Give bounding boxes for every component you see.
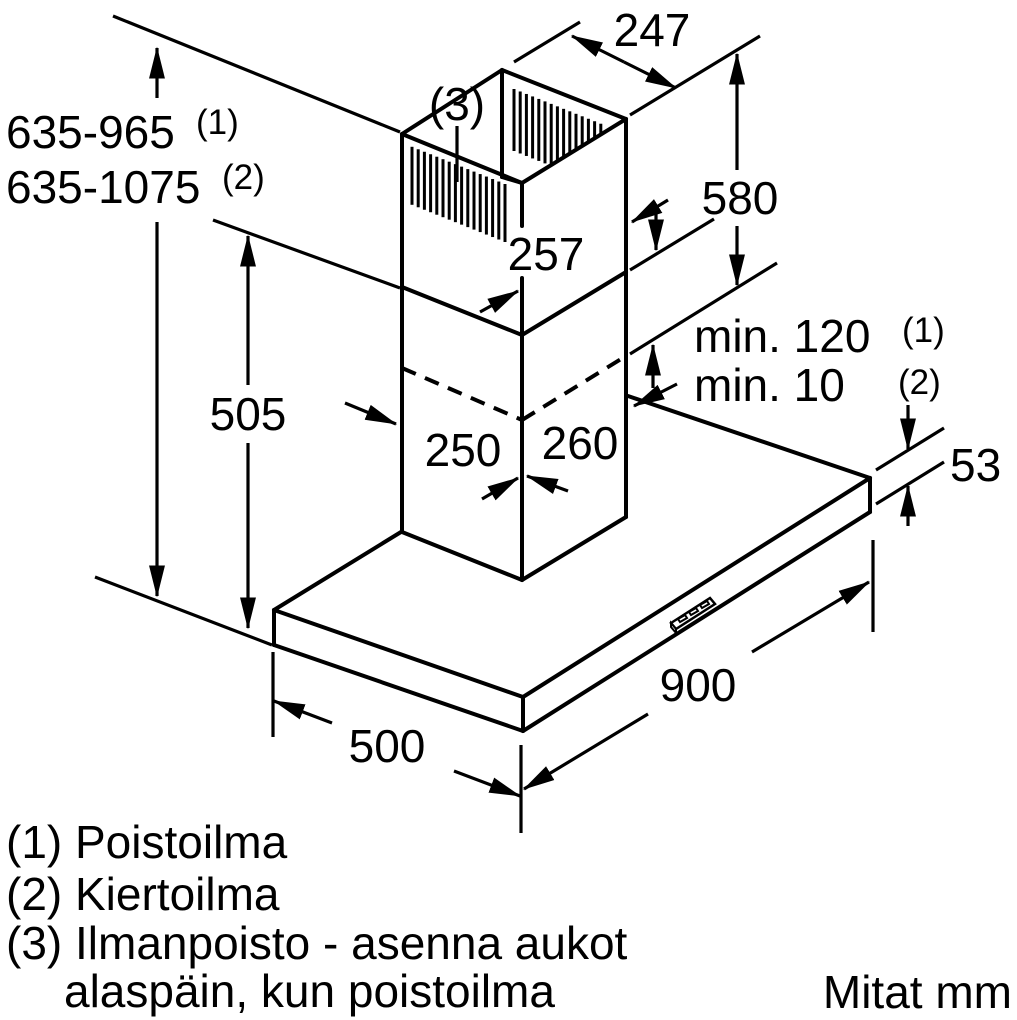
legend-item-1: (1) Poistoilma [6, 816, 288, 868]
dim-label-500: 500 [349, 720, 426, 772]
panel-button [676, 613, 689, 624]
dim-257-arrow-left [479, 289, 520, 314]
dimension-lines [148, 34, 916, 798]
dim-label-257: 257 [508, 228, 585, 280]
legend-item-2: (2) Kiertoilma [6, 868, 280, 920]
vent-grille-left [410, 146, 507, 242]
hood-body-outline [272, 394, 872, 733]
dim-500-arrow-left [272, 699, 333, 725]
dim-900-arrow-right [751, 580, 871, 654]
dimension-labels: 247 635-965 (1) 635-1075 (2) (3) 580 257… [6, 4, 1001, 772]
vent-ref-label: (3) [429, 78, 485, 130]
dim-label-min120: min. 120 [694, 310, 870, 362]
dim-label-53: 53 [950, 439, 1001, 491]
dim-ref-min120: (1) [902, 311, 945, 350]
dim-label-505: 505 [210, 388, 287, 440]
control-panel [669, 596, 717, 636]
dim-260-arrow-inner [525, 474, 569, 495]
dim-label-260: 260 [542, 417, 619, 469]
dim-250-arrow-inner [481, 476, 520, 501]
units-note: Mitat mm [823, 966, 1012, 1018]
dim-label-total-recirc: 635-1075 [6, 161, 200, 213]
dim-ref-total-exhaust: (1) [196, 103, 239, 142]
panel-button [687, 606, 700, 617]
dim-label-250: 250 [425, 424, 502, 476]
legend-item-3: (3) Ilmanpoisto - asenna aukot [6, 917, 628, 969]
dim-label-900: 900 [660, 659, 737, 711]
vent-grille-right [512, 89, 603, 165]
dim-250-arrow-outer [344, 401, 398, 426]
dim-900-arrow-left [522, 712, 649, 791]
dim-label-580: 580 [702, 172, 779, 224]
telescope-min-line-left [401, 366, 523, 422]
dim-min10-arrow [632, 382, 678, 408]
dim-ref-min10: (2) [898, 363, 941, 402]
dim-label-247: 247 [614, 4, 691, 56]
legend: (1) Poistoilma (2) Kiertoilma (3) Ilmanp… [6, 816, 1012, 1018]
legend-item-3-cont: alaspäin, kun poistoilma [64, 965, 555, 1017]
dim-247-arrow-right [623, 60, 678, 90]
dim-247-arrow-left [570, 34, 625, 64]
dim-ref-total-recirc: (2) [222, 158, 265, 197]
chimney-duct-outline [400, 68, 628, 582]
dim-label-min10: min. 10 [694, 359, 845, 411]
dim-500-arrow-right [453, 769, 522, 798]
panel-button [698, 599, 711, 610]
dim-257-arrow-right [630, 198, 669, 224]
dim-label-total-exhaust: 635-965 [6, 106, 175, 158]
telescope-min-line-right [520, 354, 628, 422]
